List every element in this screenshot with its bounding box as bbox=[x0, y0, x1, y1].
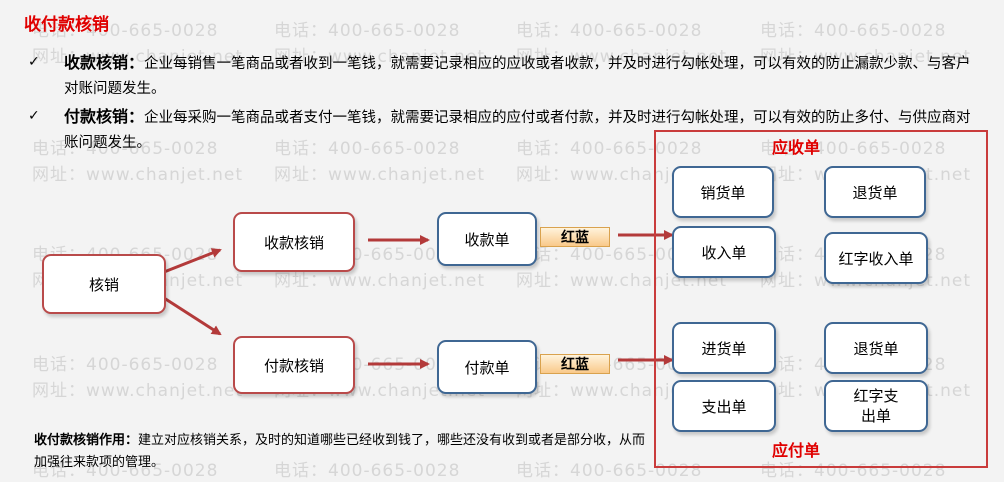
red-blue-tag: 红蓝 bbox=[540, 227, 610, 247]
doc-sales-return: 退货单 bbox=[824, 166, 926, 218]
bullet-receive: ✓ 收款核销：企业每销售一笔商品或者收到一笔钱，就需要记录相应的应收或者收款，并… bbox=[28, 50, 978, 102]
payable-label: 应付单 bbox=[772, 441, 821, 460]
checkmark-icon: ✓ bbox=[28, 54, 40, 70]
bullet-pay: ✓ 付款核销：企业每采购一笔商品或者支付一笔钱，就需要记录相应的应付或者付款，并… bbox=[28, 104, 978, 156]
doc-expense: 支出单 bbox=[672, 380, 776, 432]
bullet-text: 收款核销：企业每销售一笔商品或者收到一笔钱，就需要记录相应的应收或者收款，并及时… bbox=[64, 50, 978, 102]
footer-term: 收付款核销作用： bbox=[34, 433, 139, 448]
arrow-root-to-receive bbox=[163, 248, 222, 274]
node-receive-writeoff: 收款核销 bbox=[233, 212, 355, 272]
red-blue-tag: 红蓝 bbox=[540, 354, 610, 374]
bullet-body: 企业每销售一笔商品或者收到一笔钱，就需要记录相应的应收或者收款，并及时进行勾帐处… bbox=[64, 56, 971, 97]
footer-note: 收付款核销作用：建立对应核销关系，及时的知道哪些已经收到钱了，哪些还没有收到或者… bbox=[34, 430, 654, 474]
doc-red-income: 红字收入单 bbox=[824, 232, 928, 284]
node-payment: 付款单 bbox=[437, 340, 537, 394]
bullet-body: 企业每采购一笔商品或者支付一笔钱，就需要记录相应的应付或者付款，并及时进行勾帐处… bbox=[64, 110, 971, 151]
bullet-text: 付款核销：企业每采购一笔商品或者支付一笔钱，就需要记录相应的应付或者付款，并及时… bbox=[64, 104, 978, 156]
doc-red-expense: 红字支出单 bbox=[824, 380, 928, 432]
document-frame bbox=[654, 130, 988, 468]
page-title: 收付款核销 bbox=[24, 15, 109, 35]
doc-purchase-order: 进货单 bbox=[672, 322, 776, 374]
checkmark-icon: ✓ bbox=[28, 108, 40, 124]
node-receipt: 收款单 bbox=[437, 212, 537, 266]
doc-income: 收入单 bbox=[672, 226, 776, 278]
node-pay-writeoff: 付款核销 bbox=[233, 336, 355, 394]
doc-purchase-return: 退货单 bbox=[824, 322, 928, 374]
arrow-root-to-pay bbox=[163, 296, 222, 336]
node-writeoff: 核销 bbox=[42, 254, 166, 314]
bullet-term: 收款核销： bbox=[64, 53, 145, 72]
receivable-label: 应收单 bbox=[772, 138, 821, 157]
bullet-term: 付款核销： bbox=[64, 107, 145, 126]
footer-body: 建立对应核销关系，及时的知道哪些已经收到钱了，哪些还没有收到或者是部分收，从而加… bbox=[34, 433, 646, 470]
doc-sales-order: 销货单 bbox=[672, 166, 774, 218]
